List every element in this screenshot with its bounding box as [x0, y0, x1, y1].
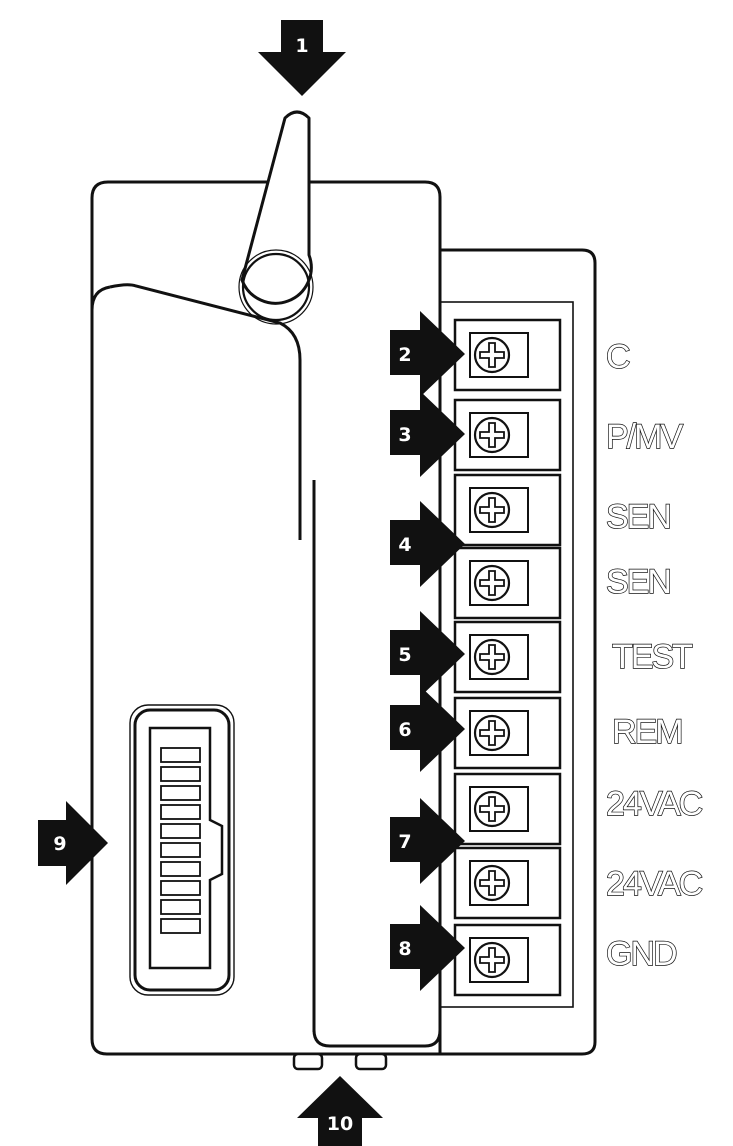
callout-2-arrow: 2	[390, 311, 465, 397]
callout-7-arrow: 7	[390, 798, 465, 884]
callout-9-number: 9	[53, 833, 66, 855]
bottom-tab-left	[292, 1052, 324, 1071]
terminal-label-gnd: GND	[606, 935, 676, 973]
terminal-label-sen-2: SEN	[606, 563, 670, 601]
terminal-block	[453, 772, 562, 846]
connector-pin	[160, 880, 201, 896]
hinge-lever	[240, 110, 313, 305]
callout-6-number: 6	[398, 719, 411, 741]
connector-pin	[160, 785, 201, 801]
callout-3-number: 3	[398, 424, 411, 446]
callout-1-arrow: 1	[258, 20, 346, 96]
connector-pin	[160, 823, 201, 839]
terminal-block	[453, 318, 562, 392]
terminal-block	[453, 696, 562, 770]
callout-10-number: 10	[327, 1113, 353, 1135]
callout-10-arrow: 10	[297, 1076, 383, 1146]
connector-pin	[160, 804, 201, 820]
connector-pin	[160, 899, 201, 915]
connector-pin	[160, 861, 201, 877]
connector-pin	[160, 842, 201, 858]
callout-8-number: 8	[398, 938, 411, 960]
callout-8-arrow: 8	[390, 905, 465, 991]
callout-5-number: 5	[398, 644, 411, 666]
terminal-block	[453, 546, 562, 620]
callout-4-arrow: 4	[390, 501, 465, 587]
connector-pins	[160, 747, 201, 934]
terminal-block	[453, 398, 562, 472]
callouts: 1 2 3 4 5 6 7 8	[38, 20, 465, 1146]
terminal-block	[453, 620, 562, 694]
terminal-label-c: C	[606, 338, 630, 376]
callout-1-number: 1	[295, 35, 308, 57]
callout-3-arrow: 3	[390, 391, 465, 477]
callout-9-arrow: 9	[38, 801, 108, 885]
terminal-labels: C P/MV SEN SEN TEST REM 24VAC 24VAC GND	[605, 337, 705, 973]
callout-7-number: 7	[398, 831, 411, 853]
terminal-label-24vac-2: 24VAC	[606, 865, 703, 903]
terminal-label-test: TEST	[612, 638, 692, 676]
terminal-block	[453, 473, 562, 547]
terminal-label-rem: REM	[612, 713, 682, 751]
terminal-block	[453, 923, 562, 997]
connector-pin	[160, 747, 201, 763]
callout-6-arrow: 6	[390, 686, 465, 772]
terminal-label-24vac-1: 24VAC	[606, 785, 703, 823]
hinge-pivot	[241, 252, 311, 322]
callout-5-arrow: 5	[390, 611, 465, 697]
front-cover	[109, 283, 302, 540]
connector-pin	[160, 766, 201, 782]
callout-2-number: 2	[398, 344, 411, 366]
terminal-blocks	[453, 318, 562, 997]
callout-4-number: 4	[398, 534, 411, 556]
terminal-label-sen-1: SEN	[606, 498, 670, 536]
terminal-label-pmv: P/MV	[606, 418, 683, 456]
bottom-latch	[312, 1029, 442, 1048]
connector-pin	[160, 918, 201, 934]
bottom-tab-right	[354, 1052, 388, 1071]
terminal-block	[453, 846, 562, 920]
